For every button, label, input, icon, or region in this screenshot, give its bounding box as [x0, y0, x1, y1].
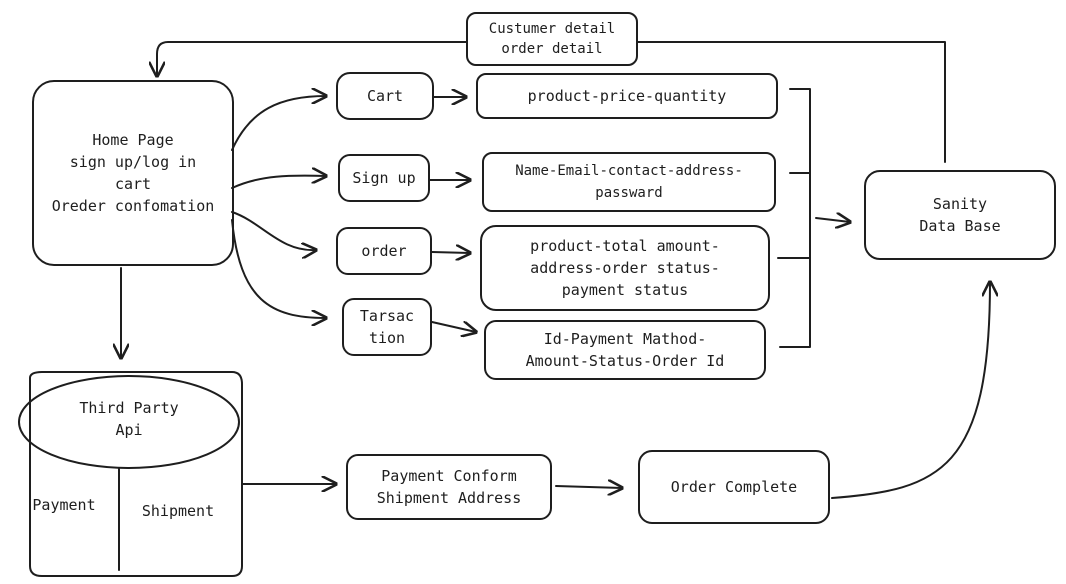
- order-to-fields-arrow: [431, 252, 470, 253]
- shipment-label: Shipment: [141, 502, 215, 520]
- home-page-box: Home Page sign up/log in cart Oreder con…: [32, 80, 234, 266]
- bracket-to-db-arrow: [815, 218, 850, 222]
- cart-box: Cart: [336, 72, 434, 120]
- sanity-db-box: Sanity Data Base: [864, 170, 1056, 260]
- cart-fields-box: product-price-quantity: [476, 73, 778, 119]
- transaction-to-fields-arrow: [431, 321, 476, 332]
- signup-fields-box: Name-Email-contact-address- passward: [482, 152, 776, 212]
- transaction-fields-box: Id-Payment Mathod- Amount-Status-Order I…: [484, 320, 766, 380]
- payment-label: Payment: [32, 496, 96, 514]
- payment-to-complete-arrow: [555, 486, 622, 488]
- complete-to-db-arrow: [831, 282, 990, 499]
- db-to-home-connector: [157, 41, 946, 163]
- third-party-api-label: Third Party Api: [79, 399, 179, 439]
- signup-box: Sign up: [338, 154, 430, 202]
- api-ellipse: [18, 375, 240, 469]
- api-container: [29, 371, 243, 577]
- db-bracket: [777, 88, 811, 348]
- home-to-order-arrow: [231, 211, 316, 250]
- home-to-transaction-arrow: [231, 219, 326, 318]
- order-complete-box: Order Complete: [638, 450, 830, 524]
- home-to-cart-arrow: [231, 96, 326, 151]
- order-fields-box: product-total amount- address-order stat…: [480, 225, 770, 311]
- order-box: order: [336, 227, 432, 275]
- payment-conform-box: Payment Conform Shipment Address: [346, 454, 552, 520]
- db-detail-box: Custumer detail order detail: [466, 12, 638, 66]
- transaction-box: Tarsac tion: [342, 298, 432, 356]
- home-to-signup-arrow: [231, 176, 326, 189]
